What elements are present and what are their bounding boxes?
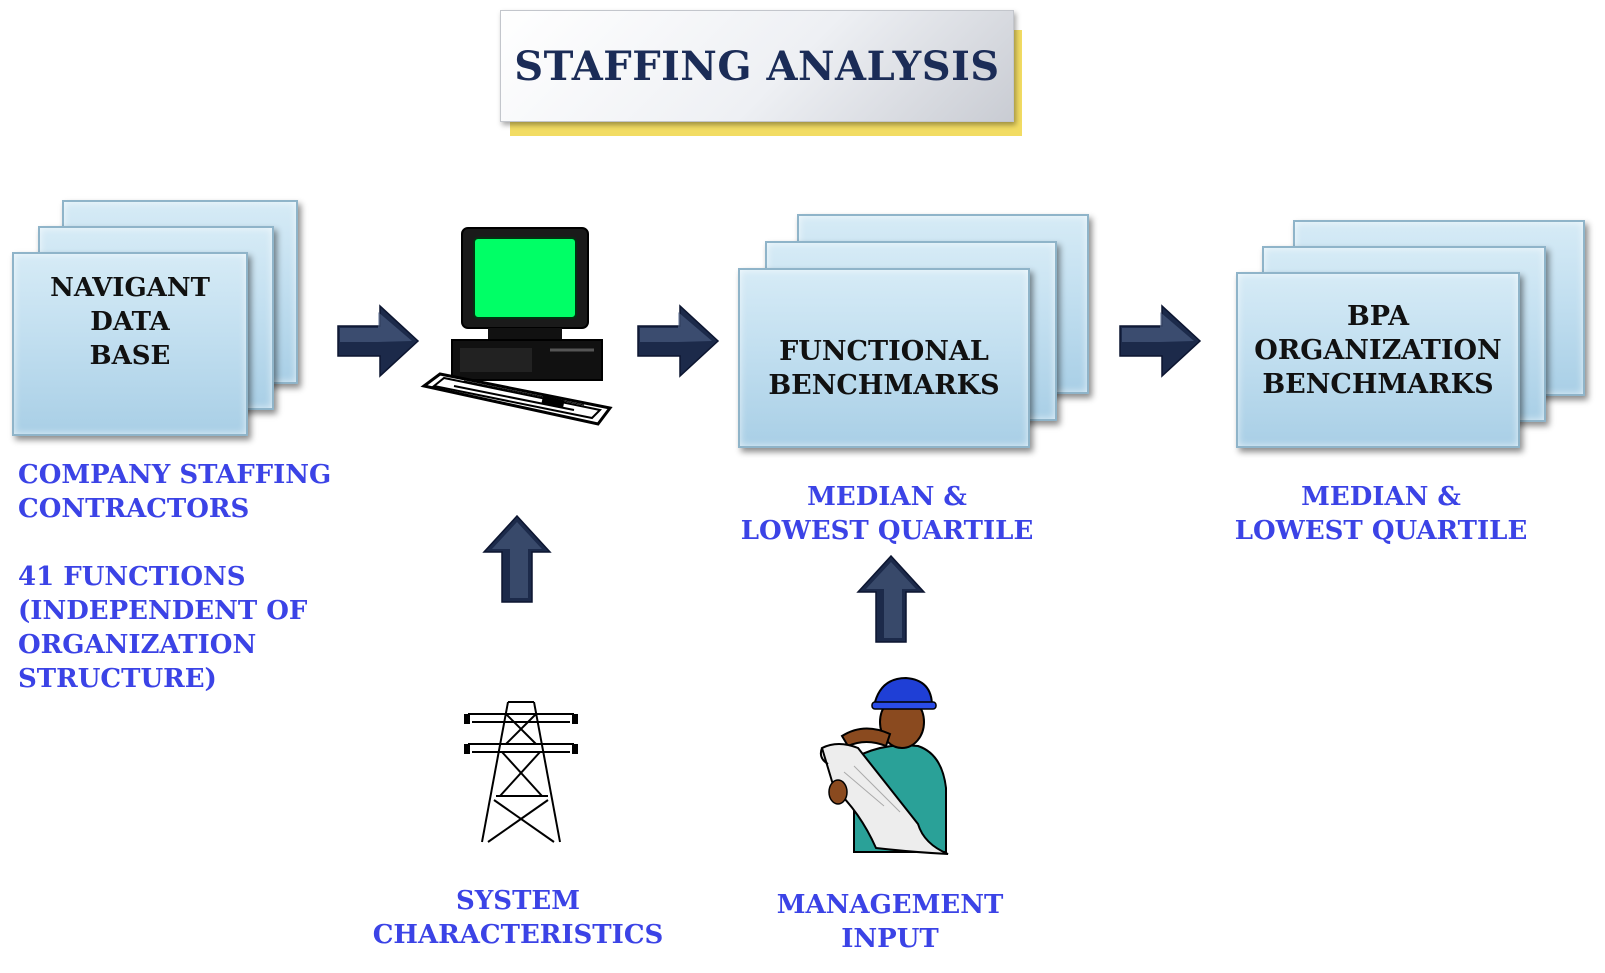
functional-card-front: FUNCTIONAL BENCHMARKS	[738, 268, 1030, 448]
database-note-line3: 41 FUNCTIONS	[18, 562, 246, 592]
right-arrow-icon	[637, 304, 720, 378]
right-arrow-icon	[1119, 304, 1202, 378]
title-box: STAFFING ANALYSIS	[500, 10, 1014, 122]
up-arrow-icon	[856, 554, 926, 643]
right-arrow-icon	[337, 304, 420, 378]
up-arrow-icon	[482, 514, 552, 603]
bpa-title-line2: ORGANIZATION	[1254, 335, 1502, 366]
bpa-notes: MEDIAN & LOWEST QUARTILE	[1232, 480, 1530, 548]
database-card-front: NAVIGANT DATA BASE	[12, 252, 248, 436]
transmission-tower-icon	[464, 701, 578, 843]
bpa-card-front: BPA ORGANIZATION BENCHMARKS	[1236, 272, 1520, 448]
system-label-line1: SYSTEM	[455, 886, 581, 916]
management-label-line2: INPUT	[841, 924, 939, 954]
bpa-title-line3: BENCHMARKS	[1262, 369, 1494, 400]
database-note-line4: (INDEPENDENT OF	[18, 596, 308, 626]
database-note-line6: STRUCTURE)	[18, 664, 217, 694]
database-title-line1: NAVIGANT	[50, 273, 210, 303]
system-label-line2: CHARACTERISTICS	[372, 920, 664, 950]
database-note-line1: COMPANY STAFFING	[18, 460, 332, 490]
database-note-line2: CONTRACTORS	[18, 494, 250, 524]
functional-title-line2: BENCHMARKS	[768, 370, 1000, 401]
engineer-with-blueprint-icon	[819, 676, 949, 855]
management-input-label: MANAGEMENT INPUT	[740, 888, 1040, 956]
database-notes: COMPANY STAFFING CONTRACTORS 41 FUNCTION…	[18, 458, 331, 696]
database-title-line2: DATA	[90, 307, 170, 337]
bpa-note-line1: MEDIAN &	[1301, 482, 1461, 512]
functional-title-line1: FUNCTIONAL	[779, 336, 989, 367]
page-title: STAFFING ANALYSIS	[514, 42, 1000, 90]
system-characteristics-label: SYSTEM CHARACTERISTICS	[368, 884, 668, 952]
functional-note-line2: LOWEST QUARTILE	[740, 516, 1034, 546]
computer-icon	[420, 227, 613, 426]
functional-note-line1: MEDIAN &	[807, 482, 967, 512]
database-title-line3: BASE	[89, 341, 171, 371]
bpa-note-line2: LOWEST QUARTILE	[1234, 516, 1528, 546]
bpa-title-line1: BPA	[1346, 301, 1410, 332]
database-note-line5: ORGANIZATION	[18, 630, 257, 660]
management-label-line1: MANAGEMENT	[776, 890, 1004, 920]
functional-notes: MEDIAN & LOWEST QUARTILE	[738, 480, 1036, 548]
